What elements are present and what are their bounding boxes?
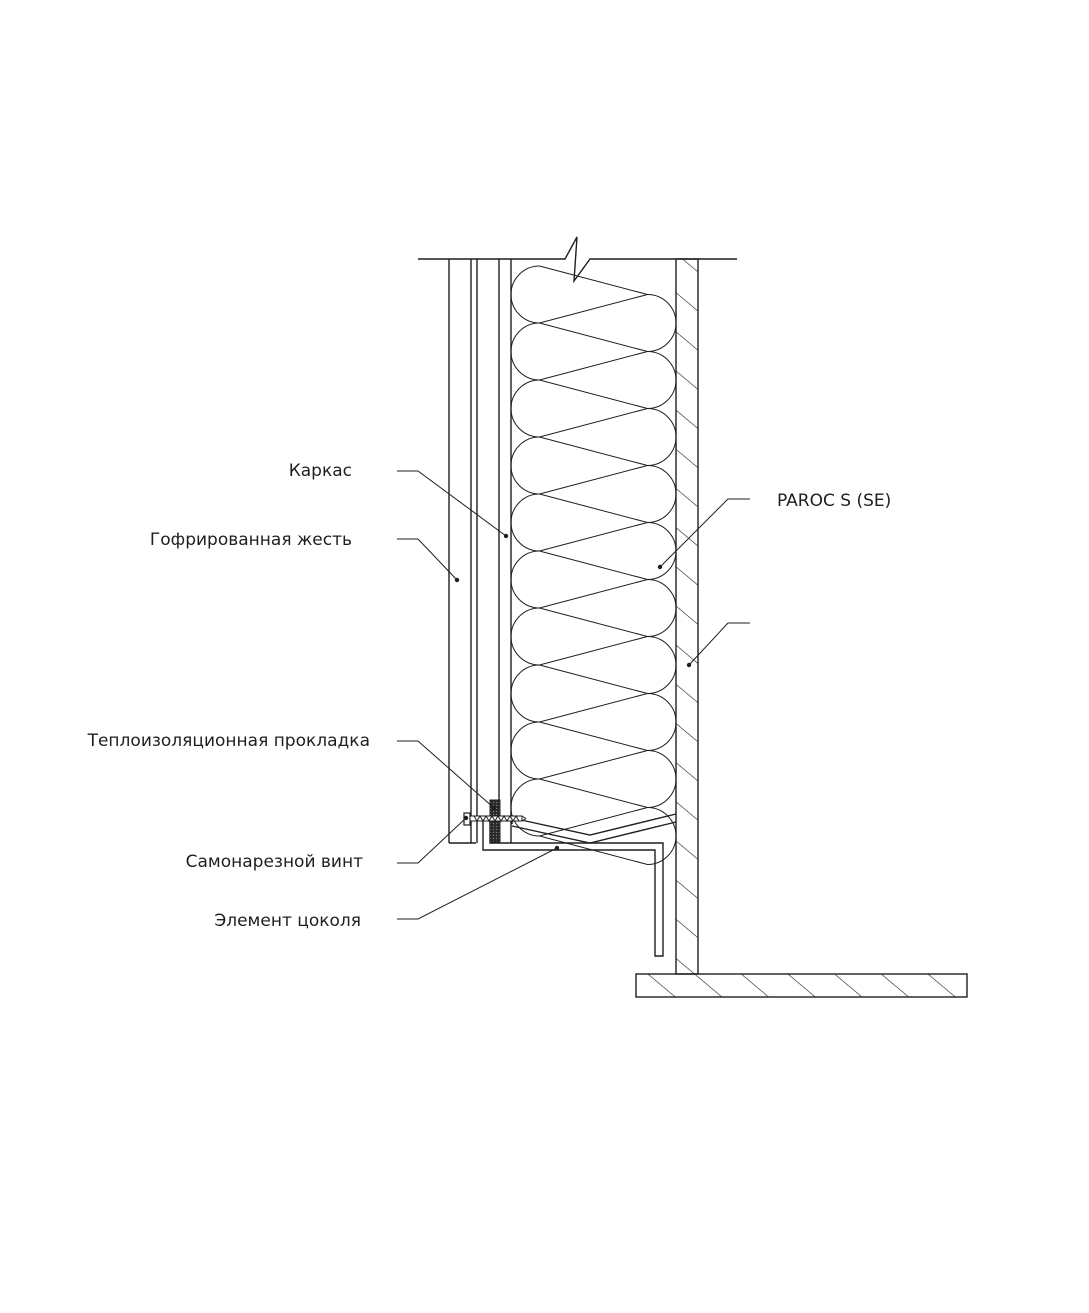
concrete-wall [675,258,699,975]
foundation-slab [635,973,968,998]
leader-thermal-pad [397,740,497,811]
insulation-paroc [510,259,677,865]
label-screw: Самонарезной винт [186,852,363,872]
leader-plinth-element [397,845,560,920]
leader-frame [397,470,509,539]
leader-corrugated-sheet [397,538,460,583]
corrugated-sheet [448,259,476,844]
label-plinth-element: Элемент цоколя [214,911,361,931]
drip-flashing [511,813,677,844]
leader-wall [686,622,750,668]
leader-insulation [657,498,750,570]
leader-screw [397,815,469,864]
label-insulation: PAROC S (SE) [777,491,891,511]
self-tapping-screw [463,812,527,826]
label-frame: Каркас [289,461,352,481]
top-break-line [418,236,737,284]
label-thermal-pad: Теплоизоляционная прокладка [87,731,370,751]
plinth-element [482,820,664,957]
frame-profile [476,259,512,843]
label-corrugated-sheet: Гофрированная жесть [150,530,352,550]
